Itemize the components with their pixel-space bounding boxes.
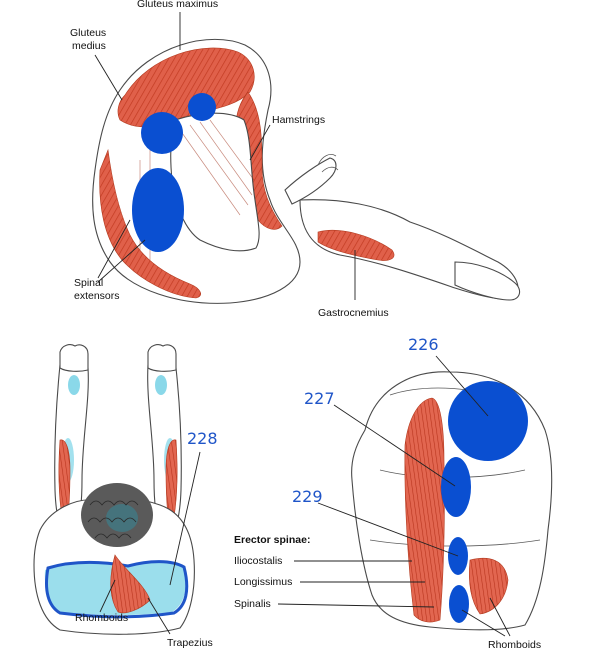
label-hamstrings: Hamstrings [272, 114, 325, 126]
leader-rhomboids-right-a [461, 609, 506, 637]
left-foot-highlight [68, 375, 80, 395]
leader-rhomboids-right-b [489, 597, 511, 637]
head-hair-highlight [106, 504, 138, 532]
label-longissimus: Longissimus [234, 576, 292, 588]
label-gluteus-medius-line2: medius [72, 40, 106, 52]
label-gluteus-maximus: Gluteus maximus [137, 0, 218, 10]
label-spinal-extensors-line1: Spinal [74, 277, 103, 289]
label-gastrocnemius: Gastrocnemius [318, 307, 389, 319]
label-rhomboids-right: Rhomboids [488, 639, 541, 650]
label-rhomboids-left: Rhomboids [75, 612, 128, 624]
fiber-lines [139, 119, 255, 260]
label-spinalis: Spinalis [234, 598, 271, 610]
leader-spinal-extensors-b [97, 239, 146, 283]
hair-curls [87, 500, 139, 539]
right-foot-highlight [155, 375, 167, 395]
leader-228 [169, 451, 201, 586]
label-spinal-extensors-line2: extensors [74, 290, 120, 302]
leader-rhomboids-left [99, 579, 116, 613]
leader-227 [333, 404, 456, 487]
top-figure: Gluteus maximus Gluteus medius Hamstring… [70, 0, 521, 319]
leader-trapezius [147, 597, 171, 635]
bottom-left-figure: 228 Rhomboids Trapezius [33, 344, 218, 649]
marker-227 [441, 457, 471, 517]
label-iliocostalis: Iliocostalis [234, 555, 282, 567]
leader-229 [317, 502, 459, 557]
leader-226 [435, 355, 489, 417]
marker-circle-medium [141, 112, 183, 154]
spinal-extensors-muscle [99, 148, 201, 299]
number-227: 227 [304, 389, 335, 408]
marker-226 [448, 381, 528, 461]
gastrocnemius-muscle [317, 229, 395, 261]
label-gluteus-medius-line1: Gluteus [70, 27, 106, 39]
left-foot-outline [59, 344, 89, 372]
marker-229-lower [449, 585, 469, 623]
arm-outline [284, 157, 337, 205]
number-226: 226 [408, 335, 439, 354]
label-trapezius: Trapezius [167, 637, 213, 649]
right-foot-outline [147, 344, 177, 372]
leader-gluteus-medius [94, 54, 123, 101]
label-erector-spinae: Erector spinae: [234, 534, 310, 546]
marker-circle-small [188, 93, 216, 121]
leader-spinal-extensors-a [97, 219, 131, 279]
number-229: 229 [292, 487, 323, 506]
foot-outline [454, 261, 521, 301]
leader-hamstrings [249, 124, 271, 161]
marker-ellipse-large [132, 168, 184, 252]
hand-outline [317, 154, 339, 173]
bottom-right-figure: 226 227 229 Erector spinae: Iliocostalis… [234, 335, 553, 650]
gluteus-maximus-muscle [117, 47, 255, 128]
rhomboids-muscle [469, 557, 509, 615]
number-228: 228 [187, 429, 218, 448]
leader-spinalis [277, 603, 435, 608]
